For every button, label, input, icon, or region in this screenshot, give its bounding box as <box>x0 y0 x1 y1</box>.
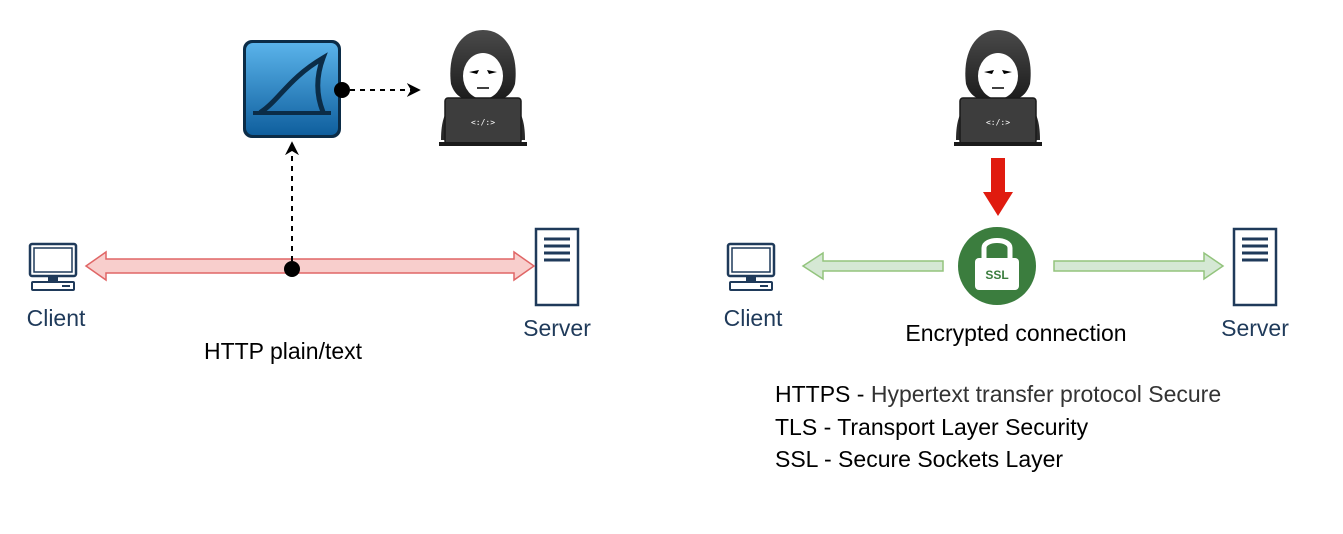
client-monitor-icon <box>28 242 78 291</box>
sniffer-output-dot <box>334 82 350 98</box>
server-tower-icon <box>534 227 580 307</box>
server-label: Server <box>523 315 591 341</box>
laptop-code-text: <:/:> <box>986 118 1010 127</box>
legend-line-ssl: SSL - Secure Sockets Layer <box>775 446 1063 472</box>
server-tower-icon <box>1232 227 1278 307</box>
legend-line-tls: TLS - Transport Layer Security <box>775 414 1089 440</box>
shark-fin-sniffer-icon <box>243 40 341 138</box>
secure-link-right-arrow <box>1053 251 1225 281</box>
hooded-hacker-icon: <:/:> <box>439 30 527 146</box>
tap-point-dot <box>284 261 300 277</box>
encrypted-connection-caption: Encrypted connection <box>905 320 1126 346</box>
laptop-code-text: <:/:> <box>471 118 495 127</box>
client-monitor-icon <box>726 242 776 291</box>
plain-http-link-arrow <box>84 250 536 282</box>
http-plain-caption: HTTP plain/text <box>204 338 363 364</box>
blocked-attack-arrow-icon <box>983 158 1013 216</box>
acronym-legend: HTTPS - Hypertext transfer protocol Secu… <box>775 381 1221 472</box>
legend-https-sep: - <box>850 381 870 407</box>
legend-https-abbr: HTTPS <box>775 381 850 407</box>
secure-link-left-arrow <box>801 251 944 281</box>
legend-https-text: Hypertext transfer protocol Secure <box>871 381 1221 407</box>
right-panel: <:/:> SSL Client <box>724 30 1289 472</box>
left-panel: Client Server <box>27 30 591 364</box>
legend-line-https: HTTPS - Hypertext transfer protocol Secu… <box>775 381 1221 407</box>
hooded-hacker-icon: <:/:> <box>954 30 1042 146</box>
server-label: Server <box>1221 315 1289 341</box>
client-label: Client <box>724 305 783 331</box>
ssl-lock-icon: SSL <box>958 227 1036 305</box>
client-label: Client <box>27 305 86 331</box>
ssl-lock-text: SSL <box>985 268 1008 282</box>
